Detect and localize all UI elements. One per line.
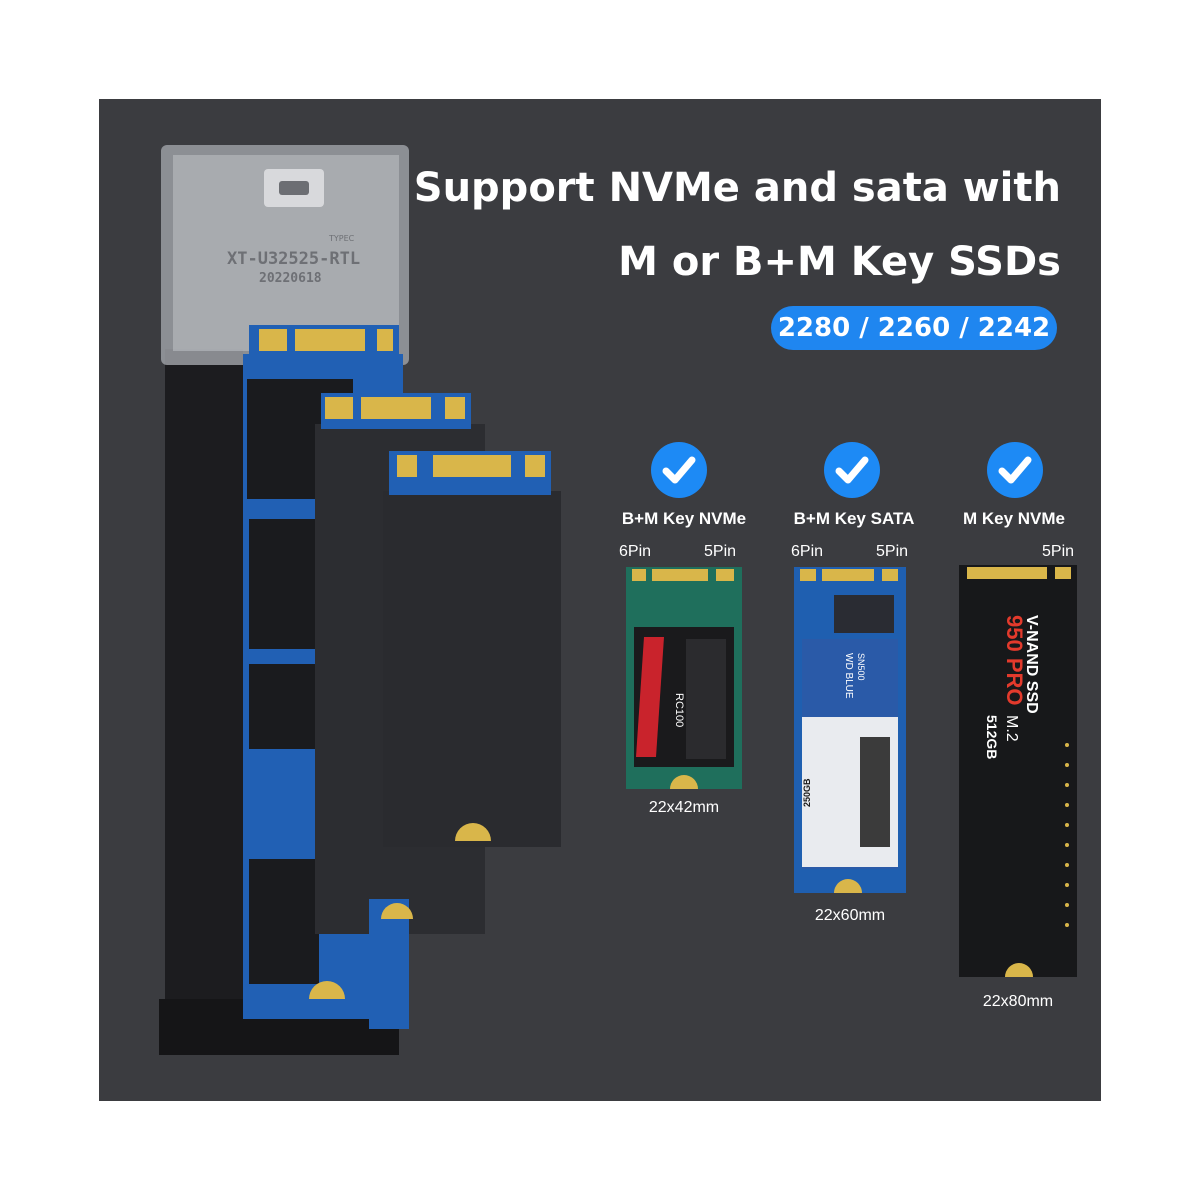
pin-label-right: 5Pin bbox=[704, 543, 737, 560]
size-label-2242: 22x42mm bbox=[648, 799, 720, 816]
pin-label-right: 5Pin bbox=[876, 543, 909, 560]
enclosure-model-text: XT-U32525-RTL bbox=[227, 249, 360, 269]
ssd-front bbox=[383, 491, 561, 847]
ssd-2260: WD BLUE SN500 250GB bbox=[794, 567, 906, 893]
enclosure-date-text: 20220618 bbox=[259, 271, 322, 286]
sizes-pill: 2280 / 2260 / 2242 bbox=[771, 306, 1057, 350]
ssd-label-wd-blue: WD BLUE bbox=[843, 653, 854, 699]
enclosure-illustration: XT-U32525-RTL 20220618 TYPEC bbox=[159, 145, 561, 1055]
headline-line-1: Support NVMe and sata with bbox=[413, 165, 1061, 211]
product-panel: XT-U32525-RTL 20220618 TYPEC Support NVM… bbox=[99, 99, 1101, 1101]
pin-label-right: 5Pin bbox=[1042, 543, 1075, 560]
card-title-bm-sata: B+M Key SATA bbox=[793, 509, 915, 528]
pin-label-left: 6Pin bbox=[791, 543, 824, 560]
size-label-2260: 22x60mm bbox=[814, 907, 886, 924]
ssd-label-sn500: SN500 bbox=[856, 653, 866, 681]
headline-line-2: M or B+M Key SSDs bbox=[618, 239, 1061, 285]
check-icon bbox=[651, 442, 707, 498]
check-icon bbox=[824, 442, 880, 498]
ssd-2242: RC100 bbox=[626, 567, 742, 789]
card-title-bm-nvme: B+M Key NVMe bbox=[621, 509, 747, 528]
ssd-label-m2: M.2 bbox=[1003, 715, 1020, 742]
enclosure-rail bbox=[165, 349, 243, 1049]
card-title-m-nvme: M Key NVMe bbox=[962, 509, 1066, 528]
ssd-2280: V-NAND SSD 950 PRO M.2 512GB bbox=[959, 565, 1077, 977]
enclosure-port-label: TYPEC bbox=[328, 234, 355, 243]
ssd-label-vnand: V-NAND SSD bbox=[1023, 615, 1040, 714]
pin-label-left: 6Pin bbox=[619, 543, 652, 560]
check-icon bbox=[987, 442, 1043, 498]
ssd-label-rc100: RC100 bbox=[673, 693, 685, 727]
ssd-label-250gb: 250GB bbox=[802, 778, 812, 807]
size-label-2280: 22x80mm bbox=[982, 993, 1054, 1010]
ssd-label-950pro: 950 PRO bbox=[1002, 615, 1027, 706]
ssd-label-512gb: 512GB bbox=[984, 715, 1000, 759]
